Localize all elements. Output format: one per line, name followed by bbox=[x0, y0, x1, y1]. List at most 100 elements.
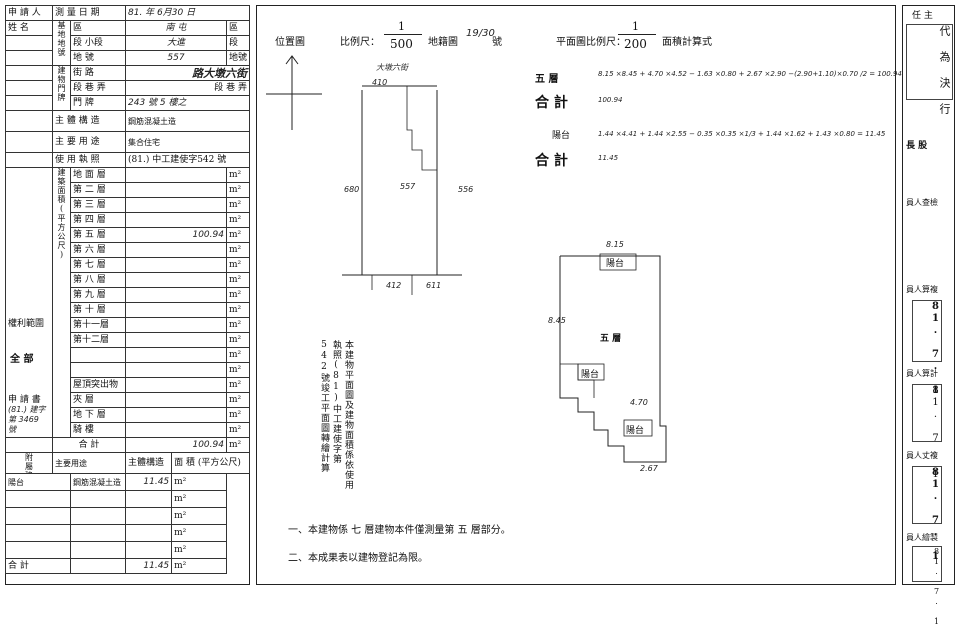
dim-top: 410 bbox=[372, 78, 388, 87]
dim-b1: 412 bbox=[386, 281, 402, 290]
floor-name: 第 五 層 bbox=[70, 227, 126, 243]
draw-label: 員人繪製 bbox=[906, 533, 938, 542]
annex-unit: m² bbox=[171, 473, 227, 491]
structure-value: 鋼筋混凝土造 bbox=[125, 110, 250, 132]
total-label-1: 合 計 bbox=[535, 95, 568, 111]
floor-name: 第 八 層 bbox=[70, 272, 126, 288]
scale-num: 1 bbox=[398, 20, 405, 33]
plan-scale-label: 平面圖比例尺： bbox=[556, 37, 626, 48]
annex-value bbox=[124, 490, 173, 508]
location-label: 位置圖 bbox=[275, 37, 305, 48]
balcony-formula: 1.44 ×4.41 + 1.44 ×2.55 − 0.35 ×0.35 ×1/… bbox=[598, 130, 886, 138]
floor-name: 第 六 層 bbox=[70, 242, 126, 258]
total-value: 100.94 bbox=[125, 437, 227, 453]
plan-balcony-1: 陽台 bbox=[606, 259, 625, 269]
plan-floor-label: 五 層 bbox=[600, 334, 622, 344]
annex-structure bbox=[70, 490, 126, 508]
scale-label: 比例尺： bbox=[340, 37, 380, 48]
floor-value bbox=[125, 302, 227, 318]
floor-value bbox=[125, 287, 227, 303]
floor-value: 100.94 bbox=[125, 227, 227, 243]
annex-row: m² bbox=[5, 507, 250, 525]
balcony-label: 陽台 bbox=[552, 131, 571, 141]
floor-name: 夾 層 bbox=[70, 392, 126, 408]
lane-value: 段 巷 弄 bbox=[125, 80, 250, 96]
survey-document: 申 請 人 測 量 日 期 81. 年 6月30 日 姓 名 基地地號 區 南 … bbox=[5, 5, 955, 627]
floor-value bbox=[125, 377, 227, 393]
application-label: 申 請 書 bbox=[8, 395, 41, 405]
survey-label: 員人丈複 bbox=[906, 451, 938, 460]
annex-total-label: 合 計 bbox=[5, 558, 71, 574]
floor-value bbox=[125, 242, 227, 258]
floor-name: 第 四 層 bbox=[70, 212, 126, 228]
dim-b2: 611 bbox=[426, 281, 442, 290]
scale-den: 500 bbox=[390, 37, 413, 51]
annex-total-unit: m² bbox=[171, 558, 227, 574]
annex-structure: 鋼筋混凝土造 bbox=[70, 473, 126, 491]
floor-unit: m² bbox=[225, 287, 251, 303]
floor-name: 地 下 層 bbox=[70, 407, 126, 423]
plan-dim-mid: 4.70 bbox=[630, 398, 648, 407]
annex-unit: m² bbox=[171, 490, 227, 508]
lot-suffix: 地號 bbox=[225, 50, 251, 66]
floor-name: 屋頂突出物 bbox=[70, 377, 126, 393]
plan-balcony-2: 陽台 bbox=[581, 370, 600, 380]
recalc-label: 員人算複 bbox=[906, 285, 938, 294]
dim-right: 556 bbox=[458, 185, 474, 194]
lot-mark: 557 bbox=[400, 182, 416, 191]
floor-name: 第 三 層 bbox=[70, 197, 126, 213]
annex-value: 11.45 bbox=[124, 473, 173, 491]
annex-area-label: 面 積 (平方公尺) bbox=[171, 452, 250, 474]
annex-value bbox=[124, 524, 173, 542]
floor-unit: m² bbox=[225, 182, 251, 198]
street-note: 大墩六街 bbox=[376, 63, 408, 72]
chief-label: 長 股 bbox=[906, 141, 928, 151]
number-label: 門 牌 bbox=[70, 95, 126, 111]
floor-name: 第 十 層 bbox=[70, 302, 126, 318]
calc-label: 員人算計 bbox=[906, 369, 938, 378]
floor-value bbox=[125, 392, 227, 408]
annex-unit: m² bbox=[171, 507, 227, 525]
application-cell bbox=[5, 437, 53, 453]
floor-name: 騎 樓 bbox=[70, 422, 126, 438]
annex-use: 陽台 bbox=[5, 473, 71, 491]
plan-dim-bottom: 2.67 bbox=[640, 464, 658, 473]
floor-name: 第 七 層 bbox=[70, 257, 126, 273]
date-stamp-3: 81. 7. 1 bbox=[912, 466, 942, 563]
area-calc-label: 面積計算式 bbox=[662, 37, 712, 48]
floor-unit: m² bbox=[225, 167, 251, 183]
floor-formula: 8.15 ×8.45 + 4.70 ×4.52 − 1.63 ×0.80 + 2… bbox=[598, 70, 902, 78]
balcony-total: 11.45 bbox=[598, 154, 619, 162]
survey-date-label: 測 量 日 期 bbox=[52, 5, 126, 21]
base-label: 基地地號 bbox=[52, 20, 71, 66]
floor-unit: m² bbox=[225, 257, 251, 273]
survey-date-value: 81. 年 6月30 日 bbox=[125, 5, 250, 21]
annex-unit: m² bbox=[171, 524, 227, 542]
section-value: 大進 bbox=[125, 35, 227, 51]
floor-value bbox=[125, 332, 227, 348]
floor-row: 第 七 層 m² bbox=[6, 257, 251, 273]
dim-left: 680 bbox=[344, 185, 360, 194]
floor-row: 第 六 層 m² bbox=[6, 242, 251, 258]
floor-unit: m² bbox=[225, 227, 251, 243]
floor-label: 五 層 bbox=[535, 74, 559, 85]
floor-value bbox=[125, 212, 227, 228]
street-value: 路大墩六街 bbox=[125, 65, 250, 81]
annex-structure bbox=[70, 507, 126, 525]
street-label: 街 路 bbox=[70, 65, 126, 81]
rights-value: 全 部 bbox=[10, 354, 34, 365]
use-label: 主 要 用 途 bbox=[52, 131, 126, 153]
floor-value bbox=[125, 167, 227, 183]
floor-unit: m² bbox=[225, 242, 251, 258]
annex-structure bbox=[70, 541, 126, 559]
floor-value bbox=[125, 347, 227, 363]
floor-unit: m² bbox=[225, 332, 251, 348]
annex-use bbox=[5, 541, 71, 559]
